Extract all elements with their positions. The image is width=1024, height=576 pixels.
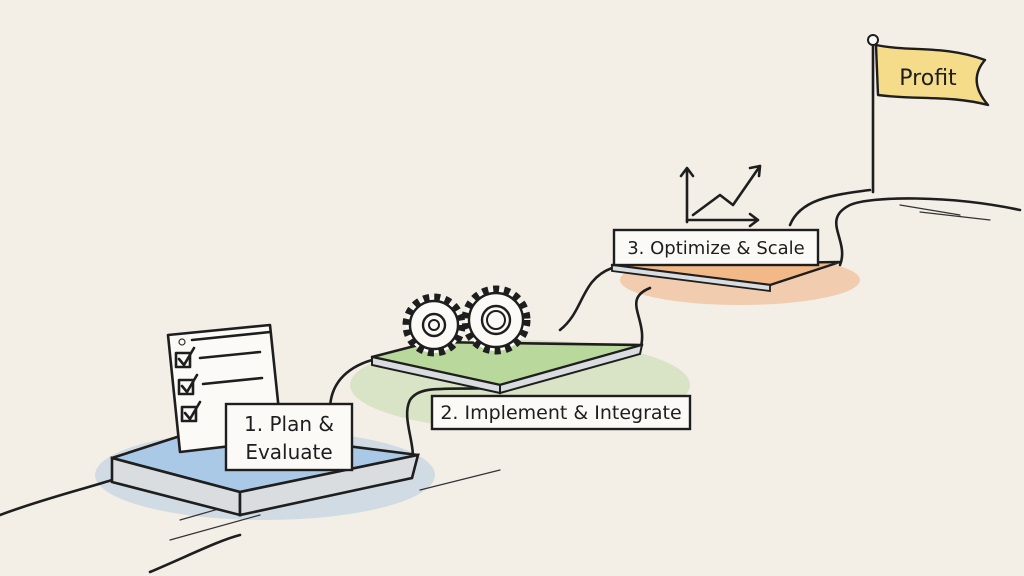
flag-label: Profit bbox=[899, 66, 957, 91]
step-2-label-text: 2. Implement & Integrate bbox=[440, 402, 681, 424]
gears-icon bbox=[402, 285, 531, 357]
step-3-label-text: 3. Optimize & Scale bbox=[627, 238, 805, 259]
growth-chart-icon bbox=[679, 164, 762, 228]
step-2-label: 2. Implement & Integrate bbox=[430, 394, 692, 431]
profit-flag: Profit bbox=[867, 34, 990, 194]
step-1-label-line2: Evaluate bbox=[245, 440, 332, 464]
step-1-label-line1: 1. Plan & bbox=[244, 412, 334, 436]
winding-road bbox=[0, 188, 1022, 574]
step-1-label: 1. Plan & Evaluate bbox=[224, 402, 354, 472]
step-3-label: 3. Optimize & Scale bbox=[612, 228, 820, 267]
